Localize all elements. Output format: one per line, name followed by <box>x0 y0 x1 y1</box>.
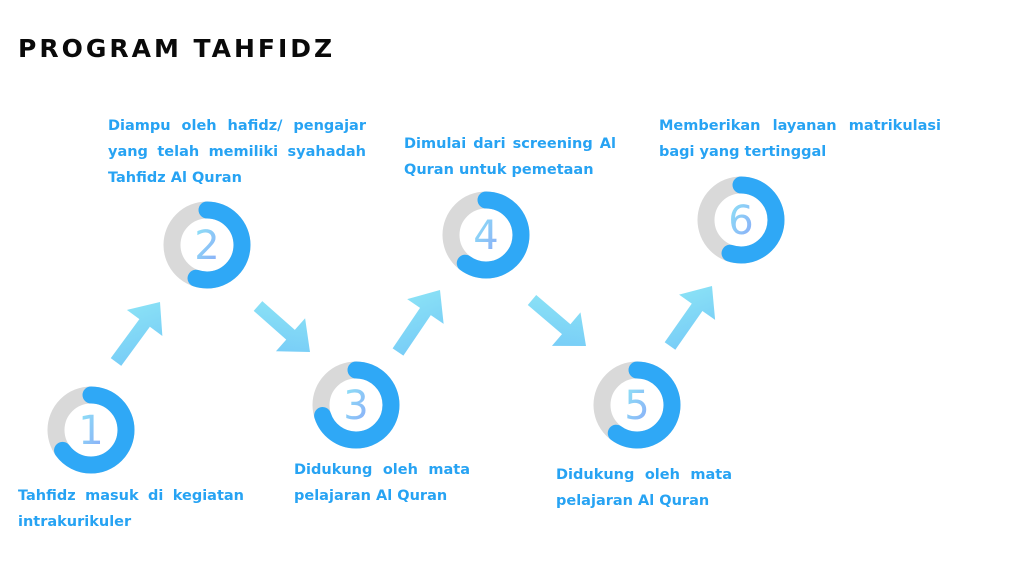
arrow-shape <box>110 302 163 366</box>
ring-progress-arc <box>163 201 251 289</box>
step-2-description: Diampu oleh hafidz/ pengajar yang telah … <box>108 118 366 186</box>
arrow-3-to-4 <box>392 289 444 356</box>
step-6-description: Memberikan layanan matrikulasi bagi yang… <box>659 118 941 160</box>
step-3-description: Didukung oleh mata pelajaran Al Quran <box>294 462 470 504</box>
arrows-layer <box>110 286 716 366</box>
step-5-ring: 5 <box>593 361 681 449</box>
step-3-ring: 3 <box>312 361 400 449</box>
step-6-number: 6 <box>728 198 753 244</box>
step-6-ring: 6 <box>697 176 785 264</box>
rings-layer: 1 2 3 4 5 6 <box>47 176 785 474</box>
arrow-5-to-6 <box>664 286 716 350</box>
step-1-description: Tahfidz masuk di kegiatan intrakurikuler <box>18 488 244 530</box>
arrow-2-to-3 <box>253 301 310 352</box>
arrow-4-to-5 <box>527 295 587 347</box>
ring-progress-arc <box>697 176 785 264</box>
step-2-ring: 2 <box>163 201 251 289</box>
arrow-shape <box>664 286 716 350</box>
step-4-description: Dimulai dari screening Al Quran untuk pe… <box>404 136 616 178</box>
arrow-shape <box>392 289 444 356</box>
page-title: PROGRAM TAHFIDZ <box>18 34 336 63</box>
ring-progress-arc <box>442 191 530 279</box>
step-1-ring: 1 <box>47 386 135 474</box>
step-3-number: 3 <box>343 383 368 429</box>
arrow-shape <box>253 301 310 352</box>
ring-progress-arc <box>312 361 400 449</box>
step-5-description: Didukung oleh mata pelajaran Al Quran <box>556 467 732 509</box>
ring-progress-arc <box>47 386 135 474</box>
step-4-ring: 4 <box>442 191 530 279</box>
step-1-number: 1 <box>78 408 103 454</box>
step-4-number: 4 <box>473 213 498 259</box>
arrow-1-to-2 <box>110 302 163 366</box>
step-5-number: 5 <box>624 383 649 429</box>
step-2-number: 2 <box>194 223 219 269</box>
arrow-shape <box>527 295 587 347</box>
ring-progress-arc <box>593 361 681 449</box>
